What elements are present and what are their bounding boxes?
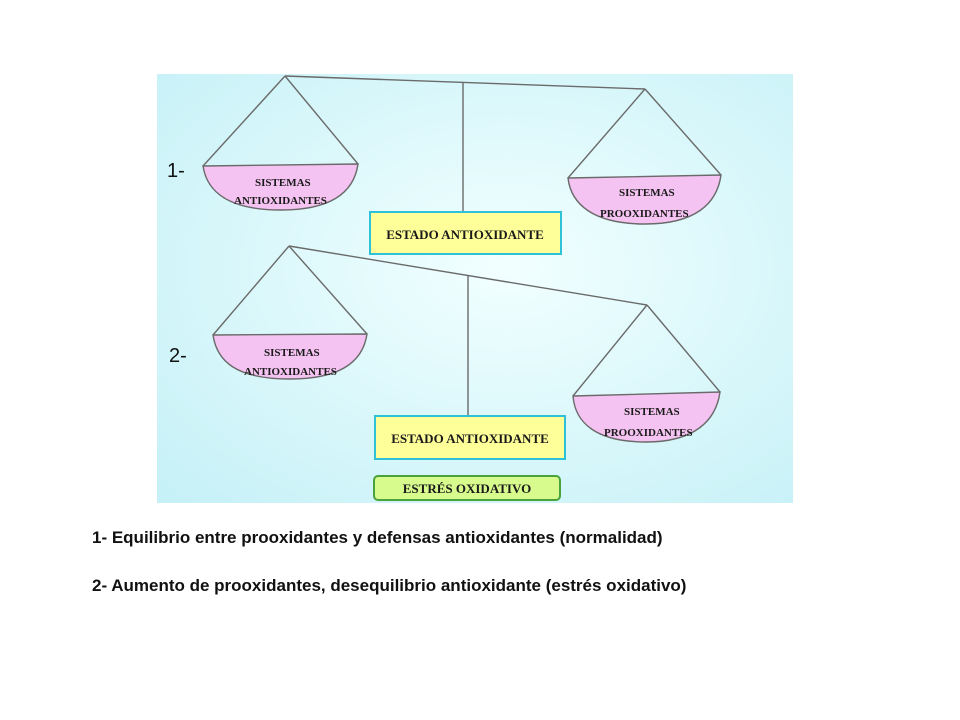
balance-diagram: SISTEMAS ANTIOXIDANTES SISTEMAS PROOXIDA… [157, 74, 793, 503]
scale-1-left-cord-a [202, 75, 286, 167]
scale-1-left-pan [202, 163, 359, 211]
scale-2-marker: 2- [169, 345, 187, 367]
scale-2-right-cord-a [572, 304, 648, 397]
scale-1 [202, 75, 722, 212]
scale-1-right-pan [567, 174, 722, 225]
scale-1-state-box [369, 211, 562, 255]
scale-2-state-label: ESTADO ANTIOXIDANTE [391, 431, 549, 446]
scale-1-right-pan-label-2: PROOXIDANTES [600, 208, 689, 220]
scale-2-left-pan-label-1: SISTEMAS [264, 347, 320, 359]
scale-2-left-pan-label-2: ANTIOXIDANTES [244, 366, 337, 378]
scale-1-right-cord-a [567, 88, 646, 179]
scale-1-right-pan-label-1: SISTEMAS [619, 187, 675, 199]
oxidative-stress-label: ESTRÉS OXIDATIVO [403, 481, 531, 496]
scale-2-right-cord-b [646, 304, 721, 393]
scale-1-left-cord-b [284, 75, 359, 165]
caption-oxidative-stress: 2- Aumento de prooxidantes, desequilibri… [92, 576, 687, 595]
scale-2-left-cord-b [288, 245, 368, 335]
scale-1-state-label: ESTADO ANTIOXIDANTE [386, 227, 544, 242]
scale-2 [212, 245, 721, 416]
scale-2-right-pan-label-2: PROOXIDANTES [604, 427, 693, 439]
oxidative-stress-box [373, 475, 561, 501]
scale-1-beam [284, 75, 646, 90]
scale-2-right-pan [572, 391, 721, 443]
caption-normal: 1- Equilibrio entre prooxidantes y defen… [92, 528, 663, 547]
scale-2-left-pan [212, 333, 368, 380]
scale-2-right-pan-label-1: SISTEMAS [624, 406, 680, 418]
scale-1-left-pan-label-2: ANTIOXIDANTES [234, 195, 327, 207]
scale-1-left-pan-label-1: SISTEMAS [255, 177, 311, 189]
scale-2-state-box [374, 415, 566, 460]
scale-2-left-cord-a [212, 245, 290, 336]
scale-2-beam [288, 245, 648, 306]
scale-1-right-cord-b [644, 88, 722, 176]
scale-1-marker: 1- [167, 160, 185, 182]
